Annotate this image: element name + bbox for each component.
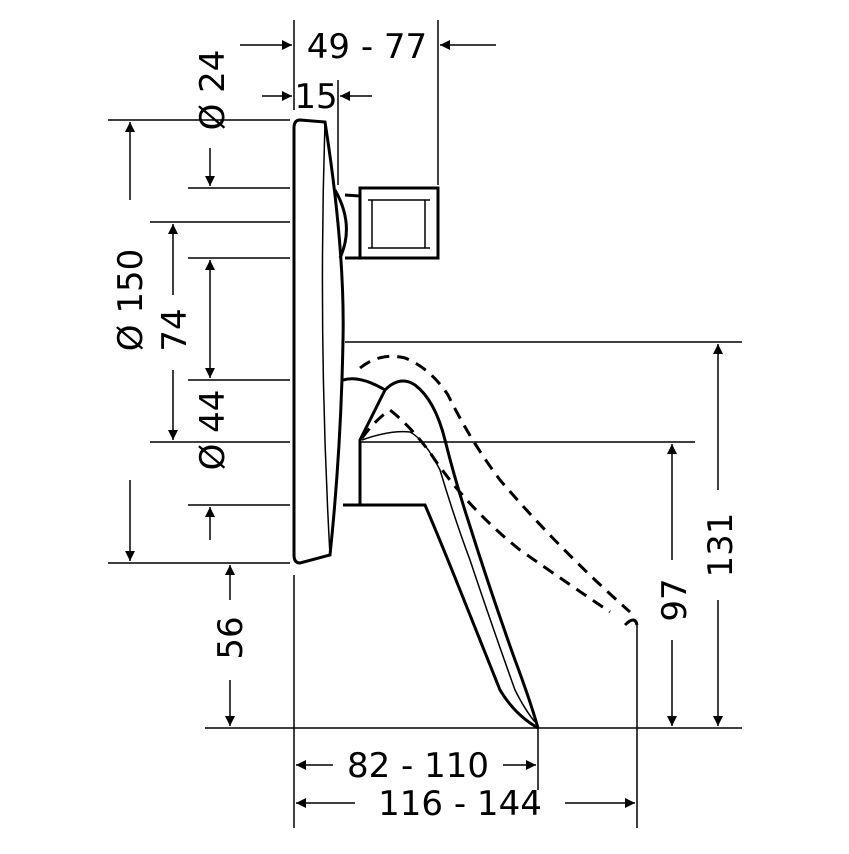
lever-alt-position bbox=[359, 354, 631, 614]
extension-lines bbox=[108, 20, 742, 828]
dim-label-116-144: 116 - 144 bbox=[378, 784, 542, 824]
cover-plate bbox=[292, 118, 345, 565]
dim-label-diameter-24: Ø 24 bbox=[193, 50, 233, 131]
dim-label-diameter-150: Ø 150 bbox=[111, 249, 151, 351]
dim-label-82-110: 82 - 110 bbox=[347, 746, 489, 786]
dim-label-diameter-44: Ø 44 bbox=[193, 390, 233, 471]
dim-label-74: 74 bbox=[155, 308, 195, 351]
dim-label-49-77: 49 - 77 bbox=[307, 27, 427, 67]
lever-alt-tip bbox=[623, 618, 639, 627]
dimension-lines bbox=[125, 40, 723, 808]
lever-handle bbox=[342, 377, 540, 730]
dim-label-97: 97 bbox=[655, 578, 695, 621]
dim-label-15: 15 bbox=[294, 77, 337, 117]
dim-label-56: 56 bbox=[211, 616, 251, 659]
diverter-knob bbox=[333, 186, 440, 260]
dim-label-131: 131 bbox=[701, 513, 741, 578]
